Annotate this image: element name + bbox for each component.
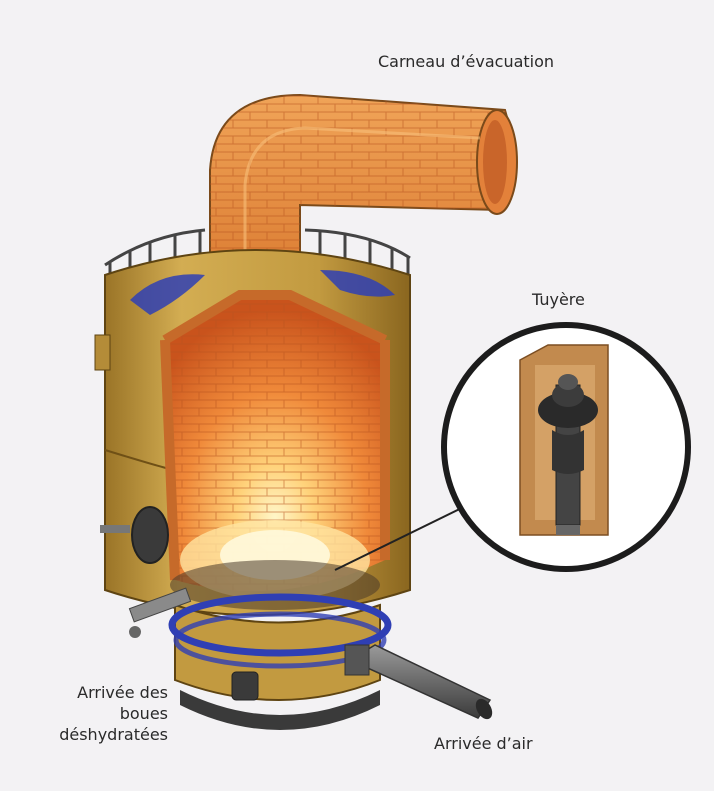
label-carneau: Carneau d’évacuation <box>378 52 555 71</box>
inspection-hatch <box>100 506 169 564</box>
exhaust-duct <box>209 93 518 301</box>
top-railing <box>104 228 411 288</box>
blue-air-ring <box>168 593 392 657</box>
label-air-inlet: Arrivée d’air <box>434 734 533 753</box>
label-tuyere: Tuyère <box>532 290 585 309</box>
top-coil-right <box>320 270 395 297</box>
sludge-inlet-pipe <box>128 587 192 638</box>
tuyere-leader-line <box>334 499 479 571</box>
air-inlet-pipe <box>344 644 493 720</box>
label-sludge-line2: boues <box>119 704 168 723</box>
refractory-chamber <box>160 290 390 592</box>
top-coil-left <box>130 274 205 315</box>
label-sludge-inlet: Arrivée des boues déshydratées <box>40 682 168 745</box>
tuyere-head <box>538 392 598 428</box>
label-sludge-line3: déshydratées <box>59 725 168 744</box>
wind-box <box>168 593 392 730</box>
base-hatch <box>231 671 259 701</box>
label-sludge-line1: Arrivée des <box>77 683 168 702</box>
tuyere-inset <box>441 322 691 572</box>
